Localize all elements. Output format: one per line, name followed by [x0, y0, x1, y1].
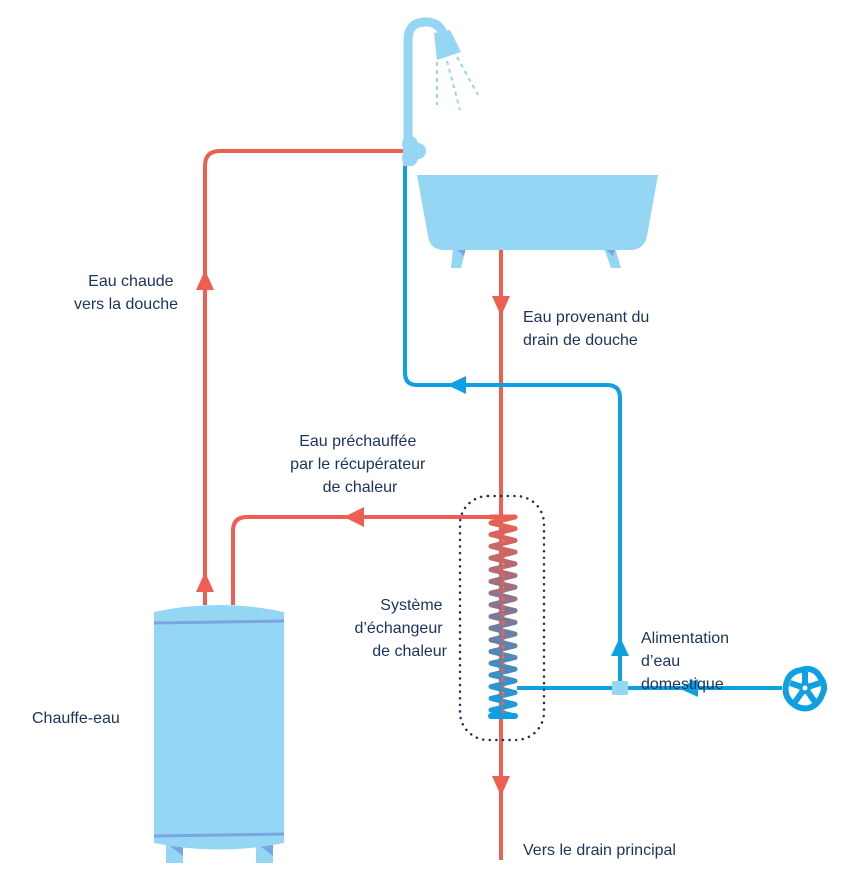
arrow-left-supply [678, 679, 698, 697]
label-line: vers la douche [74, 296, 178, 313]
label-domestic-supply: Alimentation d’eau domestique [641, 630, 734, 693]
arrow-up-hot-upper [196, 270, 214, 290]
label-line: Alimentation [641, 630, 729, 647]
label-line: Eau préchauffée [299, 433, 416, 450]
arrow-left-cold-upper [447, 376, 466, 394]
arrow-down-drain-lower [492, 776, 510, 796]
preheated-pipe [231, 515, 500, 605]
label-from-drain: Eau provenant du drain de douche [523, 309, 654, 349]
label-preheated: Eau préchauffée par le récupérateur de c… [290, 433, 430, 496]
label-line: Eau provenant du [523, 309, 649, 326]
label-to-main-drain: Vers le drain principal [523, 842, 676, 859]
label-line: d’eau [641, 653, 680, 670]
valve-handle-icon[interactable] [782, 665, 828, 712]
water-heater-icon [153, 605, 285, 863]
label-exchanger: Système d’échangeur de chaleur [354, 597, 447, 660]
coil-icon [488, 514, 518, 719]
hot-pipe-to-shower [203, 149, 405, 605]
arrow-down-drain-upper [492, 296, 510, 316]
label-water-heater: Chauffe-eau [32, 710, 120, 727]
arrow-up-cold [611, 637, 629, 656]
label-line: domestique [641, 676, 724, 693]
tee-fitting [612, 681, 628, 695]
label-line: Eau chaude [88, 273, 174, 290]
heat-exchanger-boundary [458, 494, 546, 742]
bathtub-icon [417, 175, 658, 268]
label-line: Vers le drain principal [523, 842, 676, 859]
label-line: drain de douche [523, 332, 638, 349]
arrow-up-hot-lower [196, 572, 214, 592]
label-line: de chaleur [323, 479, 398, 496]
label-line: Chauffe-eau [32, 710, 120, 727]
label-line: d’échangeur [354, 620, 443, 637]
cold-pipe-to-shower [403, 160, 622, 690]
arrow-left-preheated [344, 507, 364, 527]
label-line: Système [380, 597, 442, 614]
label-hot-to-shower: Eau chaude vers la douche [74, 273, 178, 313]
shower-head-icon [402, 17, 479, 166]
coil-path [488, 514, 518, 719]
label-line: de chaleur [372, 643, 447, 660]
label-line: par le récupérateur [290, 456, 426, 473]
